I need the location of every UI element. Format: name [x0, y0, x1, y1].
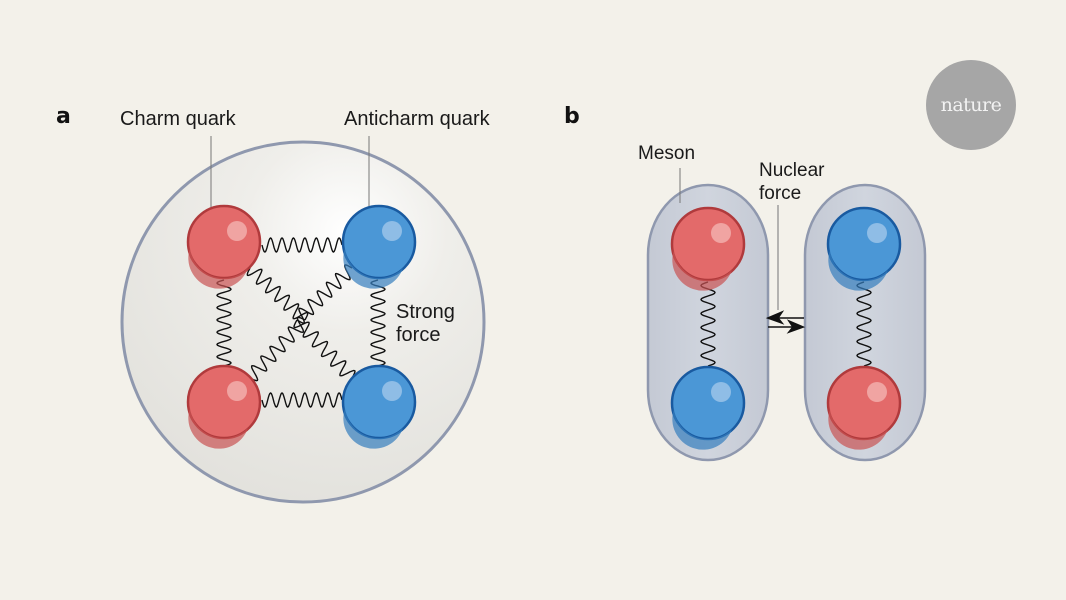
- panel-b-letter: b: [564, 104, 580, 129]
- gluon-spring: [249, 316, 306, 382]
- gluon-spring: [246, 267, 309, 321]
- gluon-spring: [216, 279, 232, 367]
- meson-pair: [646, 168, 927, 462]
- strong-force-label-line2: force: [396, 324, 441, 346]
- gluon-spring: [261, 392, 343, 408]
- nuclear-force-arrows: [765, 310, 806, 334]
- gluon-spring: [700, 281, 716, 367]
- strong-force-label: Strong force: [396, 301, 455, 347]
- gluon-spring: [856, 281, 872, 367]
- nuclear-force-label: Nuclear force: [759, 159, 824, 205]
- gluon-spring: [293, 319, 356, 379]
- charm-quark-label: Charm quark: [120, 108, 236, 130]
- meson-label: Meson: [638, 143, 696, 164]
- gluon-spring: [370, 279, 386, 367]
- nature-logo: nature: [926, 60, 1016, 150]
- meson-gluon-springs: [700, 281, 872, 367]
- strong-force-label-line1: Strong: [396, 301, 455, 323]
- nuclear-force-label-line2: force: [759, 183, 802, 204]
- nature-logo-text: nature: [940, 94, 1002, 116]
- panel-a-letter: a: [56, 104, 71, 129]
- gluon-spring: [296, 264, 353, 324]
- nuclear-force-label-line1: Nuclear: [759, 160, 825, 181]
- tetraquark-hadron: [120, 136, 486, 504]
- gluon-springs: [216, 237, 386, 408]
- anticharm-quark-label: Anticharm quark: [344, 108, 490, 130]
- gluon-spring: [261, 237, 343, 253]
